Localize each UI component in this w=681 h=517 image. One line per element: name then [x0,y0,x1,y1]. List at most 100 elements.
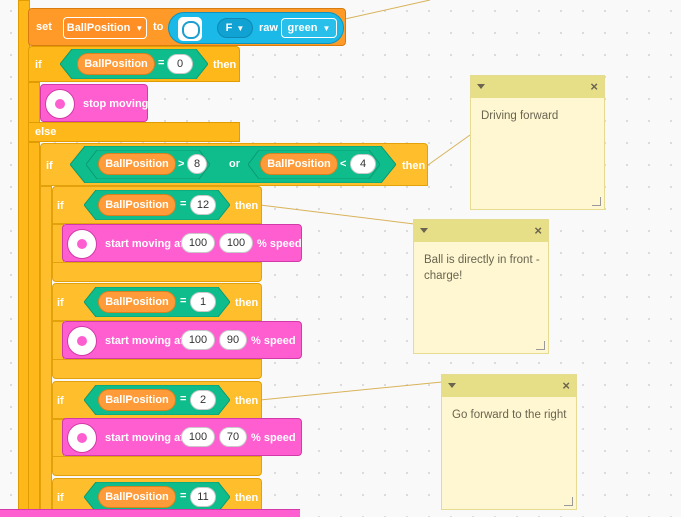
then-label: then [235,297,259,309]
value-text: 90 [226,334,240,346]
value-input[interactable]: 12 [190,195,216,215]
action-label: start moving at [105,432,184,444]
chevron-down-icon: ▼ [135,23,144,33]
less-condition[interactable]: BallPosition < 4 [248,150,380,179]
ballposition-reporter[interactable]: BallPosition [98,291,176,313]
variable-name: BallPosition [105,491,169,503]
color-sensor-reporter[interactable]: F ▼ raw green ▼ [168,12,344,44]
note-header[interactable]: × [414,220,548,242]
resize-handle[interactable] [536,341,545,350]
color-sensor-icon [178,17,202,41]
collapse-icon[interactable] [477,84,485,89]
value-input[interactable]: 2 [190,390,216,410]
left-speed-input[interactable]: 100 [181,427,215,447]
equals-condition-12[interactable]: BallPosition = 12 [84,190,230,220]
note-header[interactable]: × [442,375,576,397]
start-moving-block-1[interactable]: start moving at 100 90 % speed [62,321,302,359]
close-icon[interactable]: × [590,79,598,94]
operator-label: = [180,490,187,502]
equals-condition[interactable]: BallPosition = 0 [60,49,208,79]
action-label: start moving at [105,335,184,347]
action-label: start moving at [105,238,184,250]
comment-note-charge[interactable]: × Ball is directly in front - charge! [413,219,549,354]
value-input[interactable]: 0 [167,54,193,74]
note-text[interactable]: Go forward to the right [452,409,567,421]
resize-handle[interactable] [564,497,573,506]
value-input[interactable]: 4 [350,154,376,174]
value-input[interactable]: 1 [190,292,216,312]
close-icon[interactable]: × [534,223,542,238]
note-header[interactable]: × [471,76,604,98]
comment-note-forward-right[interactable]: × Go forward to the right [441,374,577,510]
operator-label: > [178,158,185,170]
operator-label: = [180,198,187,210]
set-variable-block[interactable]: set BallPosition ▼ to F ▼ raw green ▼ [28,8,346,46]
start-moving-block-12[interactable]: start moving at 100 100 % speed [62,224,302,262]
value-text: 100 [188,431,208,443]
action-label: stop moving [83,98,149,110]
then-label: then [213,59,237,71]
color-dropdown[interactable]: green ▼ [281,18,337,38]
value-input[interactable]: 11 [190,487,216,507]
variable-name: BallPosition [105,199,169,211]
equals-condition-2[interactable]: BallPosition = 2 [84,385,230,415]
equals-condition-11[interactable]: BallPosition = 11 [84,482,230,512]
value-text: 2 [199,394,207,406]
greater-condition[interactable]: BallPosition > 8 [86,150,210,179]
ballposition-reporter[interactable]: BallPosition [98,486,176,508]
collapse-icon[interactable] [448,383,456,388]
left-speed-input[interactable]: 100 [181,330,215,350]
port-value: F [225,22,233,34]
value-input[interactable]: 8 [187,154,207,174]
resize-handle[interactable] [592,197,601,206]
right-speed-input[interactable]: 70 [219,427,247,447]
variable-dropdown[interactable]: BallPosition ▼ [63,17,147,39]
ballposition-reporter[interactable]: BallPosition [77,53,155,75]
or-label: or [229,158,240,170]
ballposition-reporter[interactable]: BallPosition [98,194,176,216]
left-speed-input[interactable]: 100 [181,233,215,253]
chevron-down-icon: ▼ [236,23,245,33]
if-stop-spine [28,82,40,126]
variable-name: BallPosition [105,394,169,406]
note-text[interactable]: Ball is directly in front - charge! [424,254,540,282]
operator-label: = [180,393,187,405]
if-or-spine [40,186,52,517]
ballposition-reporter[interactable]: BallPosition [260,153,338,175]
ballposition-reporter[interactable]: BallPosition [98,389,176,411]
else-label: else [35,126,57,138]
value-text: 100 [226,237,246,249]
motor-icon [67,229,97,259]
value-text: 0 [176,58,184,70]
stop-moving-block[interactable]: stop moving [40,84,148,122]
note-text[interactable]: Driving forward [481,110,559,122]
branch-1-footer [52,359,262,379]
or-condition[interactable]: BallPosition > 8 or BallPosition < 4 [70,146,396,183]
value-text: 100 [188,334,208,346]
if-label: if [57,297,64,309]
right-speed-input[interactable]: 90 [219,330,247,350]
equals-condition-1[interactable]: BallPosition = 1 [84,287,230,317]
suffix-label: % speed [257,238,302,250]
comment-note-driving-forward[interactable]: × Driving forward [470,75,605,210]
right-speed-input[interactable]: 100 [219,233,253,253]
color-value: green [287,22,318,34]
if-label: if [57,200,64,212]
if-label: if [46,160,53,172]
start-moving-block-2[interactable]: start moving at 100 70 % speed [62,418,302,456]
collapse-icon[interactable] [420,228,428,233]
next-motor-block-edge [0,509,300,517]
else-spine [28,142,40,517]
operator-label: = [158,57,165,69]
close-icon[interactable]: × [562,378,570,393]
ballposition-reporter[interactable]: BallPosition [98,153,176,175]
variable-name: BallPosition [105,158,169,170]
suffix-label: % speed [251,335,296,347]
variable-name: BallPosition [66,22,131,34]
port-dropdown[interactable]: F ▼ [217,18,253,38]
motor-icon [67,423,97,453]
set-label: set [36,21,52,33]
value-text: 100 [188,237,208,249]
value-text: 70 [226,431,240,443]
branch-2-footer [52,456,262,476]
